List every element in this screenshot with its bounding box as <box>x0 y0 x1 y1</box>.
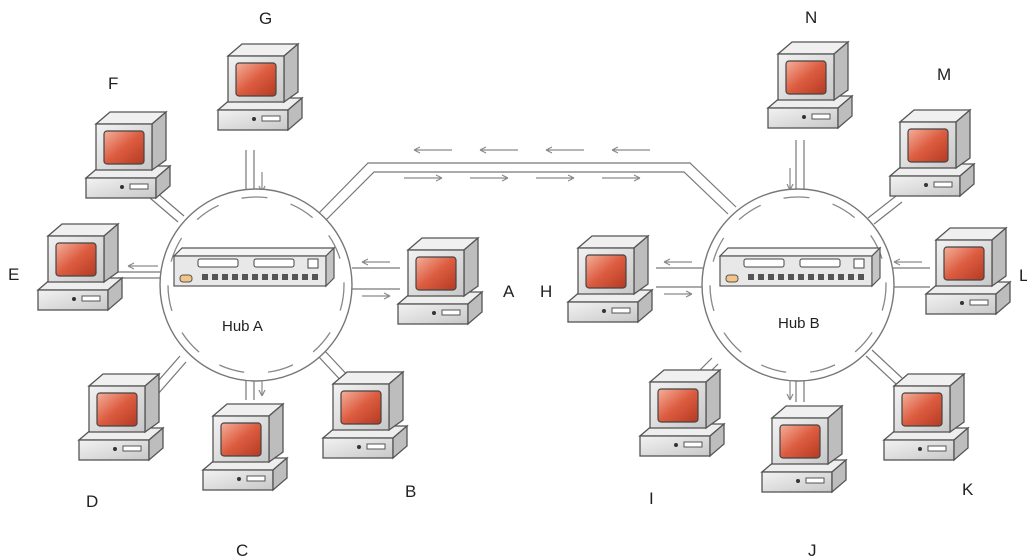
computer-labels: A B C D E F G H I J K L M N <box>8 8 1027 560</box>
cables <box>118 140 930 402</box>
label-D: D <box>86 492 98 511</box>
link-hub-b-H <box>656 267 704 288</box>
computer-E <box>37 223 123 311</box>
computer-M <box>889 109 975 197</box>
traffic-arrows <box>127 146 922 401</box>
computer-K <box>883 373 969 461</box>
hub-b-label: Hub B <box>778 315 820 332</box>
link-hub-b-N <box>795 140 805 196</box>
link-hub-b-L <box>888 267 930 288</box>
computer-F <box>85 111 171 199</box>
computer-B <box>322 371 408 459</box>
link-hub-a-E <box>118 271 162 279</box>
label-I: I <box>649 489 654 508</box>
link-hub-b-K <box>865 349 903 385</box>
label-C: C <box>236 541 248 560</box>
label-M: M <box>937 65 951 84</box>
label-K: K <box>962 480 974 499</box>
computer-N <box>767 41 853 129</box>
label-N: N <box>805 8 817 27</box>
hub-b-device <box>719 247 881 287</box>
computer-J <box>761 405 847 493</box>
label-L: L <box>1019 266 1027 285</box>
label-A: A <box>503 282 515 301</box>
hub-a-device <box>173 247 335 287</box>
computer-I <box>639 369 725 457</box>
computer-D <box>78 373 164 461</box>
label-B: B <box>405 482 416 501</box>
computer-A <box>397 237 483 325</box>
link-hub-b-M <box>867 195 903 225</box>
computer-H <box>567 235 653 323</box>
computer-G <box>217 43 303 131</box>
computer-L <box>925 227 1011 315</box>
label-H: H <box>540 282 552 301</box>
label-E: E <box>8 265 19 284</box>
computer-C <box>202 403 288 491</box>
label-F: F <box>108 74 118 93</box>
link-hub-a-A <box>352 267 400 290</box>
link-hub-a-F <box>149 191 185 223</box>
hub-a-label: Hub A <box>222 318 263 335</box>
label-G: G <box>259 9 272 28</box>
label-J: J <box>808 541 817 560</box>
interhub-link <box>317 162 737 215</box>
